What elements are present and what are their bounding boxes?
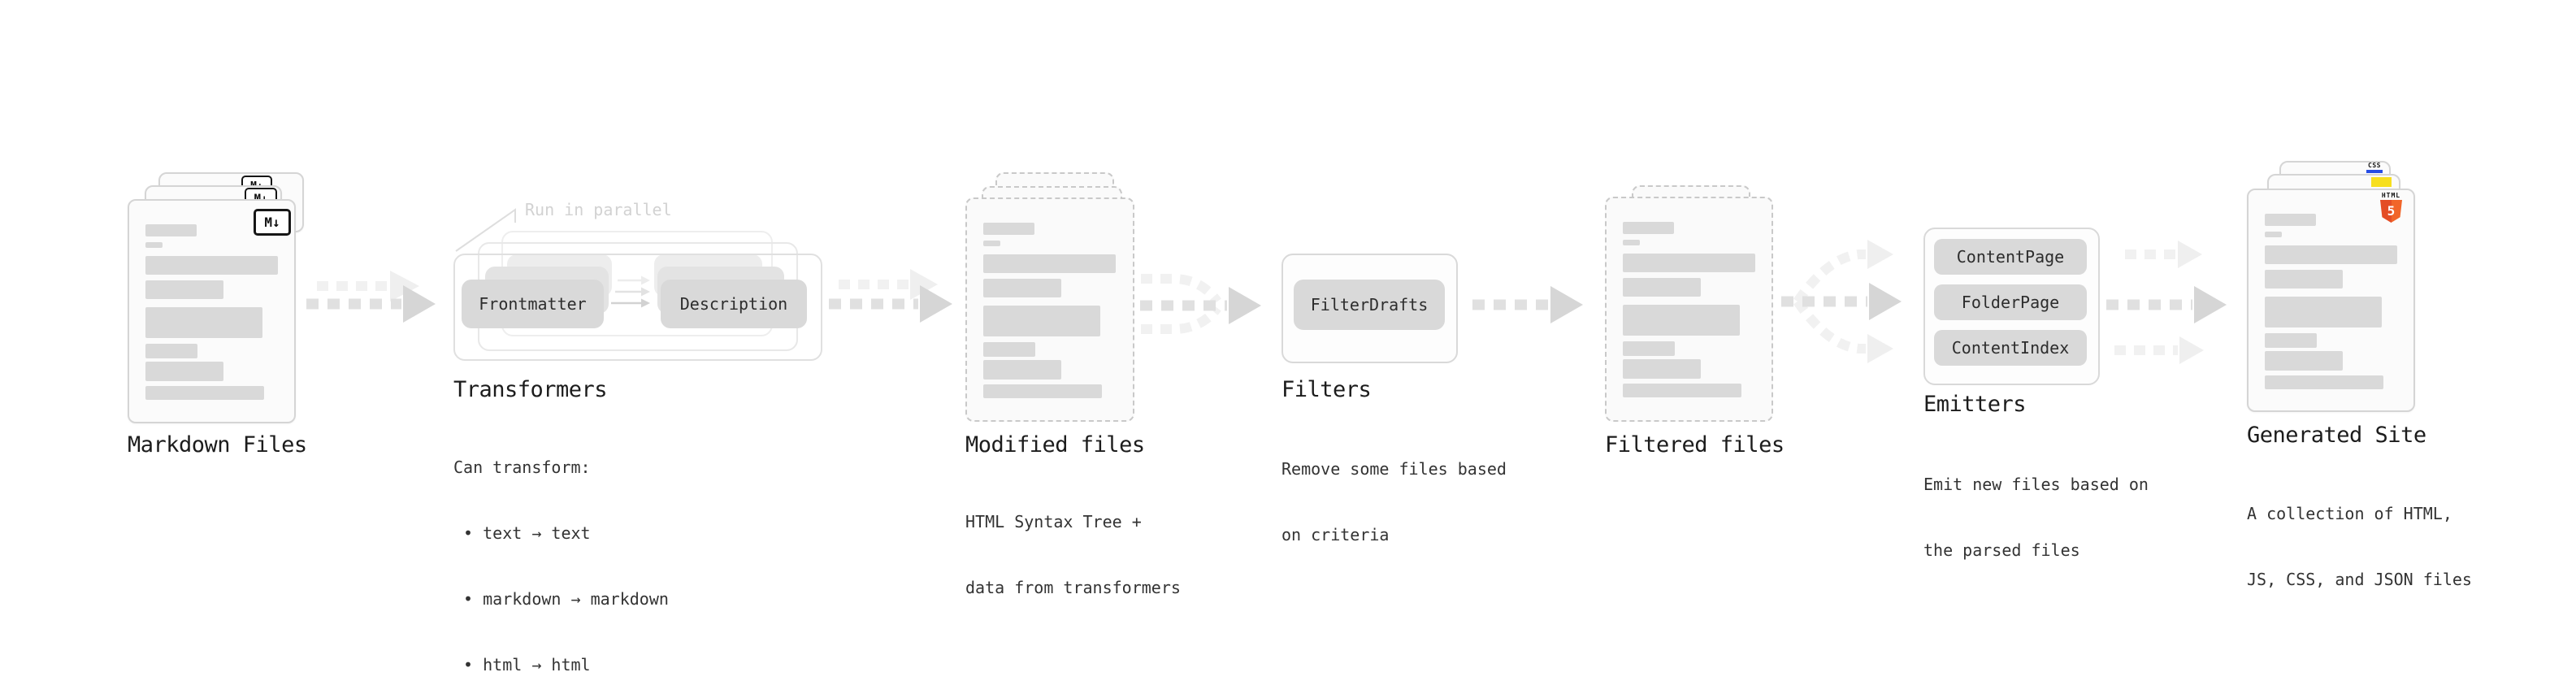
transformers-description: Can transform: • text → text • markdown … xyxy=(453,413,669,681)
markdown-file-card-front xyxy=(128,199,296,423)
arrow-emitters-to-generated xyxy=(2106,241,2227,364)
skeleton-bar xyxy=(983,360,1061,380)
arrow-filters-to-filtered xyxy=(1472,286,1583,323)
description-line: A collection of HTML, xyxy=(2247,504,2452,523)
filters-label: Filters xyxy=(1281,377,1372,402)
js-icon xyxy=(2371,177,2392,187)
html5-icon-word: HTML xyxy=(2381,192,2401,199)
filtered-files-label: Filtered files xyxy=(1605,432,1785,458)
modified-file-card-front xyxy=(965,197,1134,422)
skeleton-bar xyxy=(145,224,197,236)
markdown-files-label: Markdown Files xyxy=(128,432,307,458)
description-line: Can transform: xyxy=(453,458,591,477)
generated-file-card-front xyxy=(2247,189,2415,412)
filtered-file-card-front xyxy=(1605,197,1773,422)
arrow-modified-to-filters xyxy=(1140,274,1261,334)
description-line: • text → text xyxy=(453,523,591,543)
description-line: • markdown → markdown xyxy=(453,589,669,609)
skeleton-bar xyxy=(145,344,197,358)
skeleton-bar xyxy=(145,362,223,381)
skeleton-bar xyxy=(2265,333,2317,348)
description-line: HTML Syntax Tree + xyxy=(965,512,1142,531)
generated-site-description: A collection of HTML, JS, CSS, and JSON … xyxy=(2247,459,2472,635)
skeleton-bar xyxy=(983,279,1061,297)
description-line: on criteria xyxy=(1281,525,1390,544)
skeleton-bar xyxy=(1623,240,1640,245)
description-line: Remove some files based xyxy=(1281,459,1507,479)
arrow-filtered-to-emitters xyxy=(1781,240,1902,363)
contentindex-chip: ContentIndex xyxy=(1934,330,2087,366)
filters-description: Remove some files based on criteria xyxy=(1281,414,1507,590)
skeleton-bar xyxy=(2265,245,2397,264)
emitters-label: Emitters xyxy=(1923,392,2027,417)
skeleton-bar xyxy=(145,256,278,275)
css-icon-underline xyxy=(2366,170,2383,173)
skeleton-bar xyxy=(145,242,163,248)
skeleton-bar xyxy=(983,306,1100,336)
skeleton-bar xyxy=(983,384,1102,398)
skeleton-bar xyxy=(145,307,262,338)
css-icon-label: CSS xyxy=(2368,162,2381,169)
html5-icon: HTML 5 xyxy=(2380,192,2402,223)
arrow-markdown-to-transformers xyxy=(306,271,436,323)
folderpage-chip: FolderPage xyxy=(1934,284,2087,320)
skeleton-bar xyxy=(2265,351,2343,371)
skeleton-bar xyxy=(145,386,264,400)
modified-files-label: Modified files xyxy=(965,432,1145,458)
emitters-description: Emit new files based on the parsed files xyxy=(1923,430,2149,605)
skeleton-bar xyxy=(1623,341,1675,356)
skeleton-bar xyxy=(983,342,1035,357)
skeleton-bar xyxy=(1623,278,1701,297)
description-line: JS, CSS, and JSON files xyxy=(2247,570,2472,589)
skeleton-bar xyxy=(2265,232,2282,237)
filterdrafts-chip: FilterDrafts xyxy=(1294,280,1445,330)
run-in-parallel-leader xyxy=(455,208,516,252)
skeleton-bar xyxy=(983,241,1000,246)
description-line: Emit new files based on xyxy=(1923,475,2149,494)
generated-site-label: Generated Site xyxy=(2247,423,2426,448)
contentpage-chip: ContentPage xyxy=(1934,239,2087,275)
modified-files-description: HTML Syntax Tree + data from transformer… xyxy=(965,467,1181,643)
description-line: the parsed files xyxy=(1923,540,2080,560)
transformers-label: Transformers xyxy=(453,377,608,402)
skeleton-bar xyxy=(983,223,1034,235)
skeleton-bar xyxy=(1623,222,1674,234)
skeleton-bar xyxy=(2265,297,2382,327)
transformer-parallel-arrows xyxy=(611,275,650,308)
skeleton-bar xyxy=(2265,375,2383,389)
css-icon: CSS xyxy=(2365,163,2384,173)
skeleton-bar xyxy=(1623,254,1755,272)
run-in-parallel-annotation: Run in parallel xyxy=(525,200,672,219)
skeleton-bar xyxy=(2265,270,2343,288)
skeleton-bar xyxy=(1623,359,1701,379)
markdown-icon: M↓ xyxy=(254,209,291,236)
skeleton-bar xyxy=(2265,214,2316,226)
description-chip: Description xyxy=(661,280,807,328)
frontmatter-chip: Frontmatter xyxy=(462,280,604,328)
description-line: data from transformers xyxy=(965,578,1181,597)
html5-icon-number: 5 xyxy=(2387,203,2396,219)
skeleton-bar xyxy=(145,280,223,299)
skeleton-bar xyxy=(983,254,1116,273)
arrow-transformers-to-modified xyxy=(829,269,952,323)
skeleton-bar xyxy=(1623,384,1741,397)
html5-icon-shield: 5 xyxy=(2380,200,2402,223)
transformer-container-front xyxy=(453,254,822,361)
description-line: • html → html xyxy=(453,655,591,674)
skeleton-bar xyxy=(1623,305,1740,336)
